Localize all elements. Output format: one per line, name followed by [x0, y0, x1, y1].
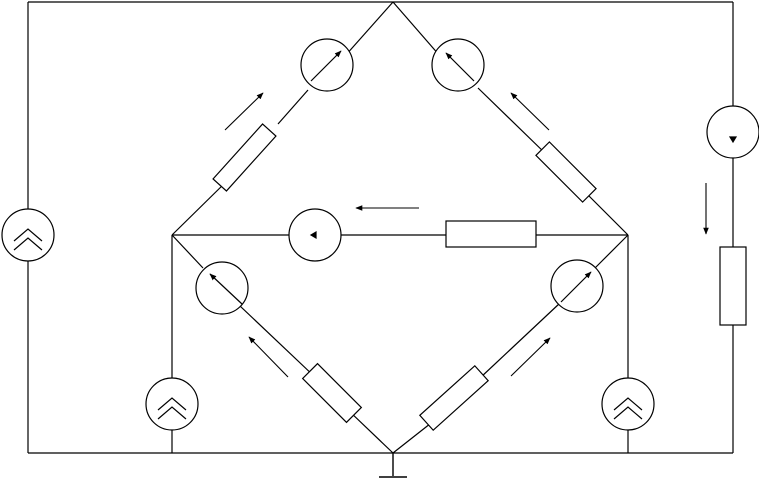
- current-direction-arrow: [224, 92, 264, 131]
- small-arrow-source-icon: [288, 208, 342, 262]
- voltage-sources: [1, 208, 655, 431]
- dependent-sources: [288, 105, 759, 262]
- small-arrow-source-icon: [706, 105, 759, 159]
- wiring: [27, 1, 734, 454]
- wire-bridge: [392, 1, 441, 57]
- wire-bridge: [479, 302, 561, 379]
- current-direction-arrow: [510, 337, 551, 377]
- resistor-symbol: [445, 220, 537, 248]
- resistor-symbol: [301, 362, 363, 424]
- arrow-in-circle-source-icon: [300, 38, 354, 92]
- current-sources: [195, 38, 604, 315]
- arrow-in-circle-source-icon: [550, 259, 604, 313]
- ground-symbol: [379, 453, 407, 478]
- arrow-in-circle-source-icon: [431, 38, 485, 92]
- wire-bridge: [171, 179, 229, 236]
- resistor-symbol: [719, 246, 747, 326]
- resistors: [212, 123, 747, 432]
- wire-bridge: [477, 87, 549, 157]
- direction-arrows: [224, 92, 709, 378]
- wire-bridge: [582, 189, 629, 236]
- current-direction-arrow: [510, 92, 550, 131]
- arrow-in-circle-source-icon: [195, 261, 249, 315]
- double-chevron-source-icon: [1, 208, 55, 262]
- double-chevron-source-icon: [601, 377, 655, 431]
- wire-bridge: [277, 89, 309, 125]
- wire-bridge: [344, 1, 394, 57]
- wire-bridge: [239, 305, 317, 379]
- resistor-symbol: [535, 141, 597, 203]
- wire-bridge: [594, 234, 629, 269]
- current-direction-arrow: [248, 336, 289, 378]
- double-chevron-source-icon: [145, 377, 199, 431]
- wire-bridge: [347, 409, 394, 454]
- resistor-symbol: [418, 364, 490, 432]
- resistor-symbol: [212, 123, 277, 192]
- wire-bridge: [171, 234, 204, 269]
